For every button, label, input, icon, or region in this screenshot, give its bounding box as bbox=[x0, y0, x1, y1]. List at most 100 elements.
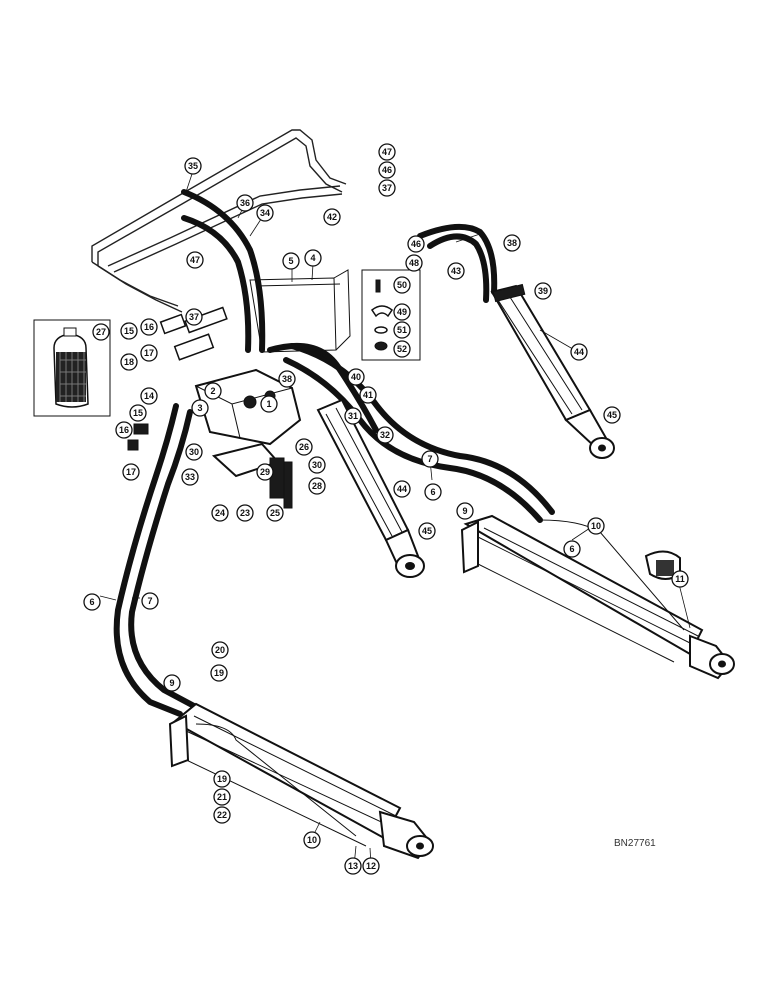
callout-label: 47 bbox=[382, 147, 392, 157]
callout-label: 44 bbox=[397, 484, 407, 494]
callout-46: 46 bbox=[378, 161, 396, 179]
callout-label: 5 bbox=[288, 256, 293, 266]
callout-12: 12 bbox=[362, 857, 380, 875]
callout-label: 10 bbox=[591, 521, 601, 531]
callout-27: 27 bbox=[92, 323, 110, 341]
callout-label: 45 bbox=[422, 526, 432, 536]
callout-label: 44 bbox=[574, 347, 584, 357]
callout-31: 31 bbox=[344, 407, 362, 425]
callout-label: 19 bbox=[217, 774, 227, 784]
callout-44b: 44 bbox=[393, 480, 411, 498]
callout-9c: 9 bbox=[0, 0, 3, 5]
callout-6c: 6 bbox=[563, 540, 581, 558]
callout-30b: 30 bbox=[308, 456, 326, 474]
hardware-inset bbox=[361, 269, 421, 361]
callout-label: 12 bbox=[366, 861, 376, 871]
callout-2: 2 bbox=[204, 382, 222, 400]
hoses-upper bbox=[181, 189, 498, 433]
callout-label: 48 bbox=[409, 258, 419, 268]
callout-16b: 16 bbox=[115, 421, 133, 439]
callout-46b: 46 bbox=[407, 235, 425, 253]
callout-44: 44 bbox=[570, 343, 588, 361]
callout-label: 26 bbox=[299, 442, 309, 452]
callout-17: 17 bbox=[140, 344, 158, 362]
callout-label: 37 bbox=[189, 312, 199, 322]
callout-23: 23 bbox=[236, 504, 254, 522]
hoses-left bbox=[113, 403, 197, 717]
callout-3: 3 bbox=[191, 399, 209, 417]
callout-label: 1 bbox=[266, 399, 271, 409]
callout-35: 35 bbox=[184, 157, 202, 175]
callout-label: 10 bbox=[307, 835, 317, 845]
callout-label: 31 bbox=[348, 411, 358, 421]
valve-fittings bbox=[127, 306, 228, 451]
callout-7c: 7 bbox=[0, 0, 3, 5]
callout-label: 23 bbox=[240, 508, 250, 518]
callout-37: 37 bbox=[378, 179, 396, 197]
callout-16: 16 bbox=[140, 318, 158, 336]
callout-9b: 9 bbox=[163, 674, 181, 692]
callout-label: 40 bbox=[351, 372, 361, 382]
callout-label: 11 bbox=[675, 574, 685, 584]
callout-50: 50 bbox=[393, 276, 411, 294]
callout-22: 22 bbox=[213, 806, 231, 824]
callout-label: 16 bbox=[119, 425, 129, 435]
callout-19b: 19 bbox=[213, 770, 231, 788]
callout-36: 36 bbox=[236, 194, 254, 212]
hoses-right bbox=[283, 343, 555, 523]
callout-label: 34 bbox=[260, 208, 270, 218]
callout-label: 2 bbox=[210, 386, 215, 396]
callout-26: 26 bbox=[295, 438, 313, 456]
callout-48: 48 bbox=[405, 254, 423, 272]
callout-19: 19 bbox=[210, 664, 228, 682]
callout-29: 29 bbox=[256, 463, 274, 481]
callout-label: 37 bbox=[382, 183, 392, 193]
callout-label: 13 bbox=[348, 861, 358, 871]
callout-label: 29 bbox=[260, 467, 270, 477]
callout-18: 18 bbox=[120, 353, 138, 371]
callout-label: 27 bbox=[96, 327, 106, 337]
callout-21: 21 bbox=[213, 788, 231, 806]
callout-label: 30 bbox=[312, 460, 322, 470]
callout-label: 33 bbox=[185, 472, 195, 482]
callout-label: 6 bbox=[569, 544, 574, 554]
callout-label: 30 bbox=[189, 447, 199, 457]
callout-label: 41 bbox=[363, 390, 373, 400]
upper-cylinder bbox=[490, 283, 615, 459]
callout-label: 7 bbox=[427, 454, 432, 464]
callout-9: 9 bbox=[456, 502, 474, 520]
callout-7b: 7 bbox=[421, 450, 439, 468]
callout-label: 24 bbox=[215, 508, 225, 518]
callout-label: 16 bbox=[144, 322, 154, 332]
callout-14: 14 bbox=[140, 387, 158, 405]
callout-45b: 45 bbox=[418, 522, 436, 540]
callout-10: 10 bbox=[587, 517, 605, 535]
right-cylinder bbox=[460, 514, 735, 680]
callout-6b: 6 bbox=[424, 483, 442, 501]
callout-1: 1 bbox=[260, 395, 278, 413]
drawing-reference: BN27761 bbox=[614, 838, 656, 849]
callout-label: 19 bbox=[214, 668, 224, 678]
callout-52: 52 bbox=[393, 340, 411, 358]
callout-label: 51 bbox=[397, 325, 407, 335]
callout-45: 45 bbox=[603, 406, 621, 424]
callout-47: 47 bbox=[378, 143, 396, 161]
callout-label: 43 bbox=[451, 266, 461, 276]
callout-28: 28 bbox=[308, 477, 326, 495]
callout-label: 9 bbox=[462, 506, 467, 516]
callout-42: 42 bbox=[323, 208, 341, 226]
callout-label: 42 bbox=[327, 212, 337, 222]
callout-37b: 37 bbox=[185, 308, 203, 326]
callout-33: 33 bbox=[181, 468, 199, 486]
callout-39: 39 bbox=[534, 282, 552, 300]
callout-15b: 15 bbox=[129, 404, 147, 422]
callout-label: 52 bbox=[397, 344, 407, 354]
callout-label: 14 bbox=[144, 391, 154, 401]
callout-5: 5 bbox=[282, 252, 300, 270]
callout-41: 41 bbox=[359, 386, 377, 404]
callout-label: 36 bbox=[240, 198, 250, 208]
callout-label: 49 bbox=[397, 307, 407, 317]
callout-13: 13 bbox=[344, 857, 362, 875]
callout-label: 7 bbox=[147, 596, 152, 606]
